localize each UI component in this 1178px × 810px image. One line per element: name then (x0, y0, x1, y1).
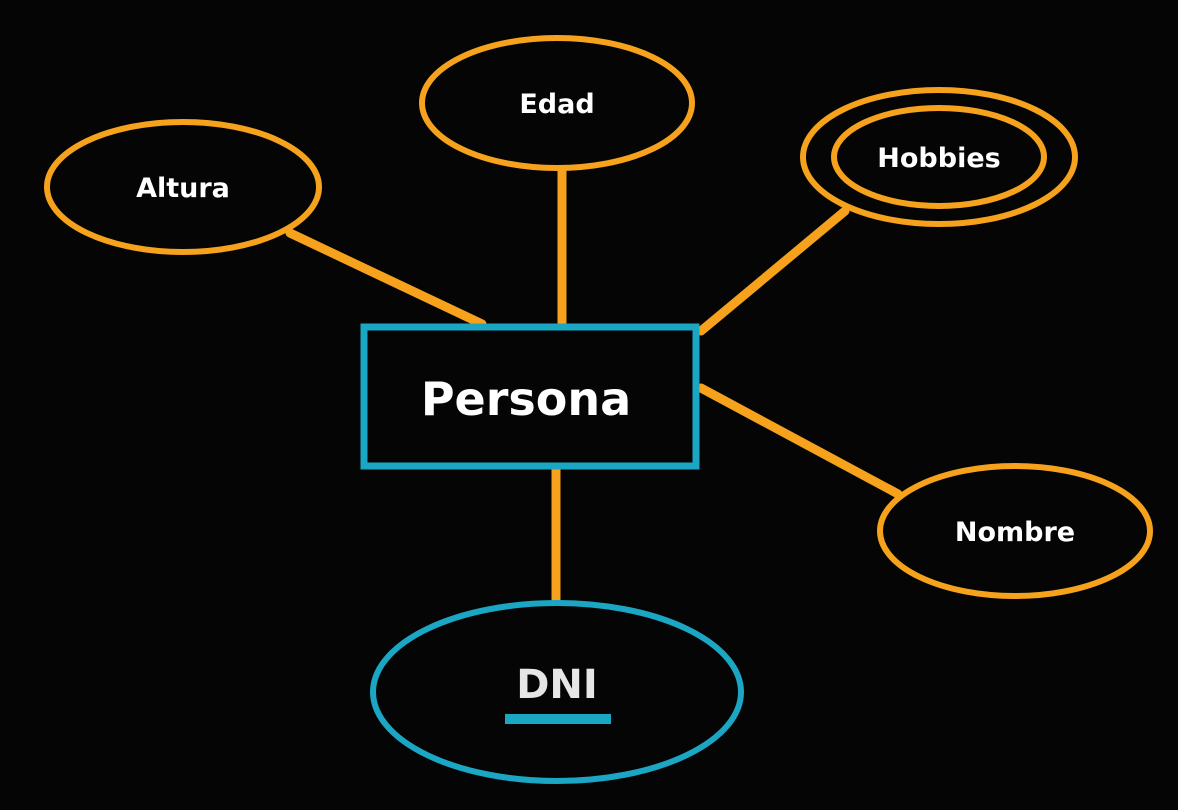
attribute-dni: DNI (370, 600, 744, 784)
attribute-nombre-label: Nombre (955, 517, 1075, 548)
attribute-dni-shape (370, 600, 744, 784)
attribute-hobbies-label: Hobbies (877, 143, 1000, 174)
connector-altura (285, 228, 487, 329)
entity-persona: Persona (360, 323, 700, 470)
entity-persona-shape (360, 323, 700, 470)
attribute-nombre: Nombre (877, 463, 1153, 599)
attribute-edad: Edad (419, 35, 695, 171)
attribute-nombre-shape (877, 463, 1153, 599)
attribute-edad-shape (419, 35, 695, 171)
attribute-altura: Altura (44, 119, 322, 255)
connector-hobbies (696, 206, 850, 336)
connectors (285, 165, 903, 605)
connector-nombre (696, 383, 903, 499)
attribute-altura-label: Altura (136, 173, 230, 204)
attribute-hobbies: Hobbies (800, 87, 1078, 227)
attribute-edad-label: Edad (519, 89, 594, 120)
attribute-hobbies-inner-shape (831, 105, 1047, 209)
attribute-altura-shape (44, 119, 322, 255)
attribute-dni-label: DNI (516, 662, 598, 708)
entity-persona-label: Persona (421, 372, 631, 426)
attribute-dni-key-underline (505, 714, 611, 724)
